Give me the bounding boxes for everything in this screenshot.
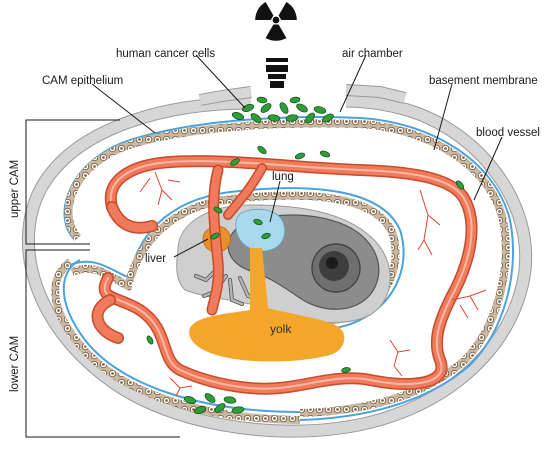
label-yolk: yolk: [270, 322, 292, 336]
radiation-hazard-icon: [255, 1, 297, 41]
label-air-chamber: air chamber: [342, 48, 403, 60]
label-liver: liver: [145, 253, 166, 265]
upper-cam-membrane: [63, 116, 514, 421]
label-blood-vessel: blood vessel: [476, 127, 540, 139]
label-basement-membrane: basement membrane: [429, 75, 538, 87]
label-lower-cam: lower CAM: [9, 336, 21, 392]
label-upper-cam: upper CAM: [9, 160, 21, 218]
label-human-cancer-cells: human cancer cells: [116, 48, 215, 60]
label-cam-epithelium: CAM epithelium: [42, 75, 123, 87]
lower-cam-membrane: [51, 258, 301, 424]
egg-shell: [21, 84, 533, 438]
embryo: [176, 204, 391, 324]
cancer-cells: [146, 96, 465, 414]
capillaries: [139, 171, 487, 397]
upper-cam-bracket: [25, 119, 120, 245]
yolk-sac: [189, 248, 345, 362]
blood-vessels: [91, 155, 478, 395]
label-lung: lung: [272, 171, 294, 183]
microscope-objective-icon: [266, 58, 288, 88]
lower-cam-bracket: [25, 249, 180, 438]
leader-lines: [91, 54, 503, 258]
